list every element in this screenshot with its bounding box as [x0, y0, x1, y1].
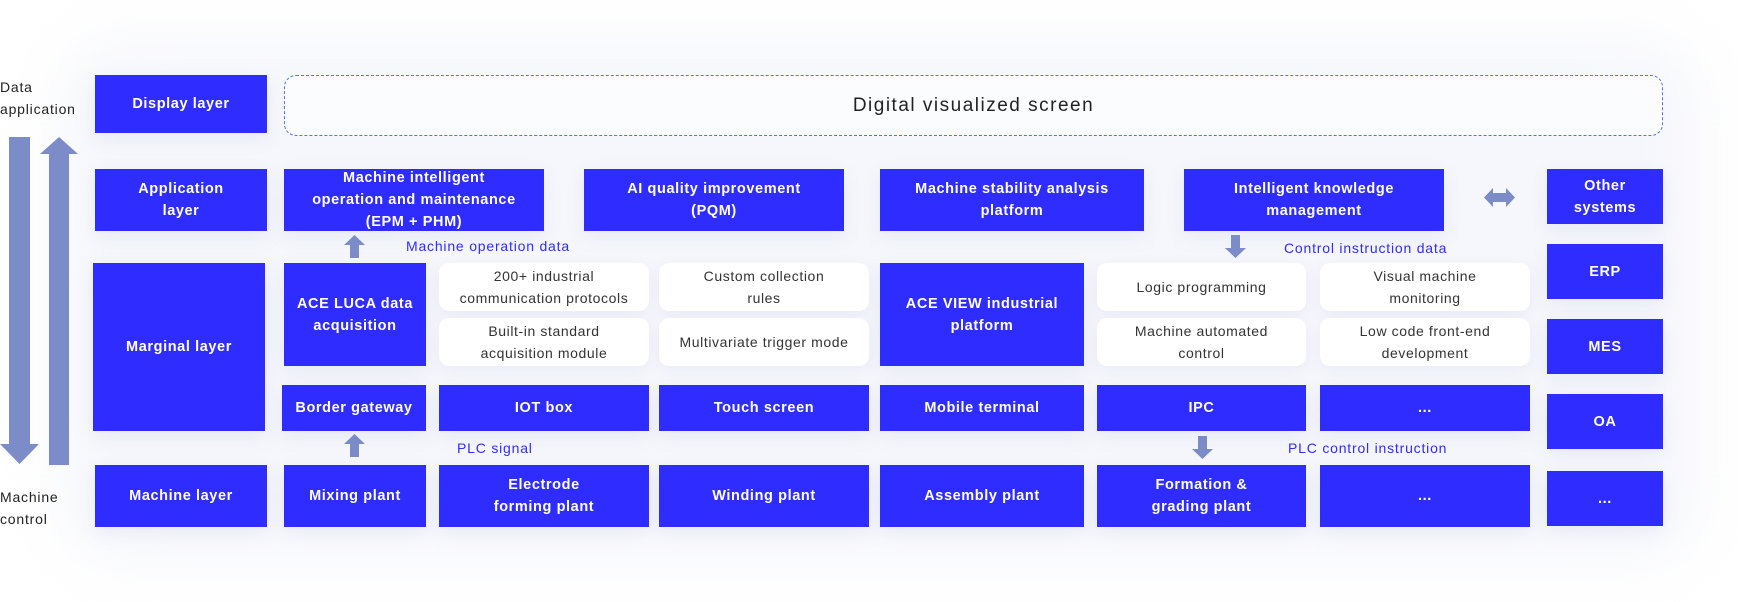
view-feature-card: Logic programming: [1097, 263, 1306, 311]
view-feature-card: Visual machine monitoring: [1320, 263, 1530, 311]
system-box-erp: ERP: [1547, 244, 1663, 299]
arrow-up-icon: [344, 235, 365, 258]
system-box-oa: OA: [1547, 394, 1663, 449]
side-label-data-application: Data application: [0, 76, 76, 120]
system-box-mes: MES: [1547, 319, 1663, 374]
luca-feature-card: 200+ industrial communication protocols: [439, 263, 649, 311]
application-layer-box: Application layer: [95, 169, 267, 231]
plant-box-assembly: Assembly plant: [880, 465, 1084, 527]
side-label-line: Data: [0, 79, 33, 95]
knowledge-management-box: Intelligent knowledge management: [1184, 169, 1444, 231]
side-label-line: Machine: [0, 489, 59, 505]
plant-box-formation-grading: Formation & grading plant: [1097, 465, 1306, 527]
epm-phm-box: Machine intelligent operation and mainte…: [284, 169, 544, 231]
luca-feature-card: Custom collection rules: [659, 263, 869, 311]
machine-operation-data-label: Machine operation data: [406, 238, 570, 254]
device-box-ipc: IPC: [1097, 385, 1306, 431]
machine-stability-box: Machine stability analysis platform: [880, 169, 1144, 231]
plant-box-electrode-forming: Electrode forming plant: [439, 465, 649, 527]
control-instruction-data-label: Control instruction data: [1284, 240, 1448, 256]
other-systems-box: Other systems: [1547, 169, 1663, 224]
view-feature-card: Low code front-end development: [1320, 318, 1530, 366]
arrow-up-icon: [344, 434, 365, 457]
device-box-more: ...: [1320, 385, 1530, 431]
device-box-iot-box: IOT box: [439, 385, 649, 431]
side-label-line: application: [0, 101, 76, 117]
plant-box-winding: Winding plant: [659, 465, 869, 527]
machine-layer-box: Machine layer: [95, 465, 267, 527]
screen-label: Digital visualized screen: [852, 94, 1095, 116]
system-box-more: ...: [1547, 471, 1663, 526]
arrow-down-icon: [1225, 235, 1246, 258]
device-box-border-gateway: Border gateway: [282, 385, 426, 431]
side-label-line: control: [0, 511, 48, 527]
device-box-touch-screen: Touch screen: [659, 385, 869, 431]
plc-control-instruction-label: PLC control instruction: [1288, 440, 1448, 456]
device-box-mobile-terminal: Mobile terminal: [880, 385, 1084, 431]
marginal-layer-box: Marginal layer: [93, 263, 265, 431]
side-label-machine-control: Machine control: [0, 486, 59, 530]
plant-box-mixing: Mixing plant: [284, 465, 426, 527]
luca-feature-card: Built-in standard acquisition module: [439, 318, 649, 366]
view-feature-card: Machine automated control: [1097, 318, 1306, 366]
ace-luca-box: ACE LUCA data acquisition: [284, 263, 426, 366]
plant-box-more: ...: [1320, 465, 1530, 527]
bidirectional-arrow-icon: [1484, 188, 1515, 207]
plc-signal-label: PLC signal: [457, 440, 533, 456]
luca-feature-card: Multivariate trigger mode: [659, 318, 869, 366]
display-layer-box: Display layer: [95, 75, 267, 133]
double-arrow-down-icon: [0, 137, 39, 464]
arrow-down-icon: [1192, 436, 1213, 459]
ace-view-box: ACE VIEW industrial platform: [880, 263, 1084, 366]
digital-visualized-screen: Digital visualized screen: [284, 75, 1663, 136]
pqm-box: AI quality improvement (PQM): [584, 169, 844, 231]
double-arrow-up-icon: [40, 137, 78, 465]
